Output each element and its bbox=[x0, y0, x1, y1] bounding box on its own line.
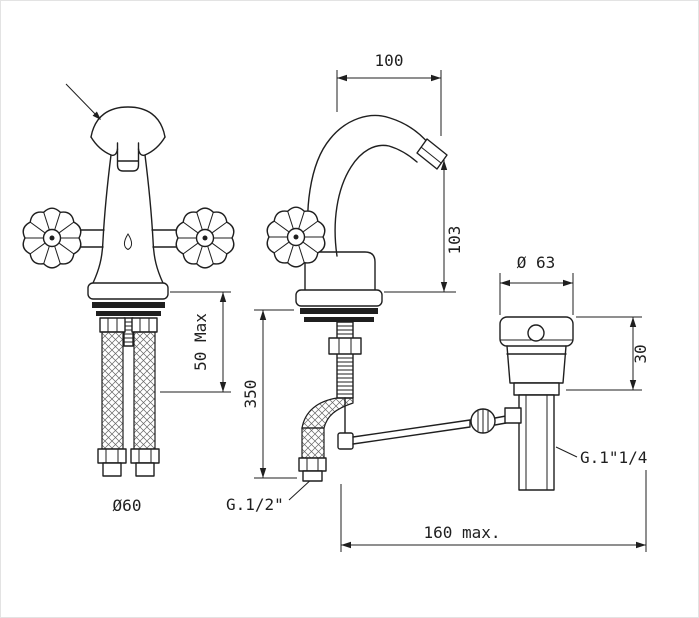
dimension-drain-height: 30 bbox=[566, 316, 650, 391]
spout-inner-curve bbox=[334, 144, 418, 257]
mounting-nut bbox=[328, 337, 362, 355]
dimension-spout-reach: 100 bbox=[336, 51, 442, 136]
dimension-overall-depth: 160 max. bbox=[340, 470, 647, 552]
body-right-edge bbox=[144, 154, 164, 284]
hose-nut-left bbox=[97, 448, 127, 477]
pop-up-linkage bbox=[337, 397, 507, 450]
hose-length-label: 350 bbox=[241, 380, 260, 409]
ball-joint bbox=[470, 408, 496, 434]
handle-left bbox=[22, 207, 82, 269]
drain-thread-callout: G.1"1/4 bbox=[555, 446, 647, 467]
hose-fitting-top-left bbox=[99, 317, 126, 333]
horizontal-rod bbox=[352, 419, 471, 445]
spout-aerator bbox=[416, 138, 448, 170]
dimension-hose-length: 350 bbox=[241, 309, 297, 479]
spout-height-label: 103 bbox=[445, 226, 464, 255]
deck-flange-side bbox=[295, 289, 383, 307]
drain-diameter-label: Ø 63 bbox=[517, 253, 556, 272]
rod-clamp bbox=[337, 432, 354, 450]
spout-outer-curve bbox=[307, 114, 430, 257]
base-flange bbox=[87, 282, 169, 300]
overall-depth-label: 160 max. bbox=[423, 523, 500, 542]
side-view bbox=[266, 114, 507, 482]
dimension-drain-diameter: Ø 63 bbox=[499, 253, 574, 315]
hose-fitting-top-right bbox=[131, 317, 158, 333]
spout-crown bbox=[90, 106, 166, 138]
aerator-outlet bbox=[116, 142, 140, 172]
hose-nut-right bbox=[130, 448, 160, 477]
mounting-stud-side bbox=[328, 321, 362, 399]
drain-height-label: 30 bbox=[631, 344, 650, 363]
supply-hose-right bbox=[133, 331, 156, 450]
gasket-lower-side bbox=[304, 317, 374, 322]
gasket-upper bbox=[92, 302, 165, 308]
front-view bbox=[22, 83, 235, 477]
rod-boss bbox=[504, 407, 522, 424]
base-diameter-label: Ø60 bbox=[113, 496, 142, 515]
dimension-spout-height: 103 bbox=[384, 160, 464, 293]
body-left-edge bbox=[92, 154, 112, 284]
hose-nut-side bbox=[298, 457, 327, 482]
flexible-hose-vertical bbox=[301, 427, 325, 459]
handle-right bbox=[175, 207, 235, 269]
drain-thread-label: G.1"1/4 bbox=[580, 448, 647, 467]
spout-reach-label: 100 bbox=[375, 51, 404, 70]
logo-drop-icon bbox=[123, 233, 133, 251]
plug-knob bbox=[527, 324, 545, 342]
dimension-deck-max: 50 Max bbox=[160, 291, 231, 393]
gasket-lower bbox=[96, 311, 161, 316]
gasket-upper-side bbox=[300, 308, 378, 314]
rod-stub bbox=[494, 415, 507, 426]
supply-hose-left bbox=[101, 331, 124, 450]
deck-max-label: 50 Max bbox=[191, 313, 210, 371]
drain-tailpiece bbox=[518, 394, 555, 491]
drain-assembly bbox=[499, 316, 574, 491]
inlet-thread-label: G.1/2" bbox=[226, 495, 284, 514]
handle-side bbox=[266, 206, 326, 268]
